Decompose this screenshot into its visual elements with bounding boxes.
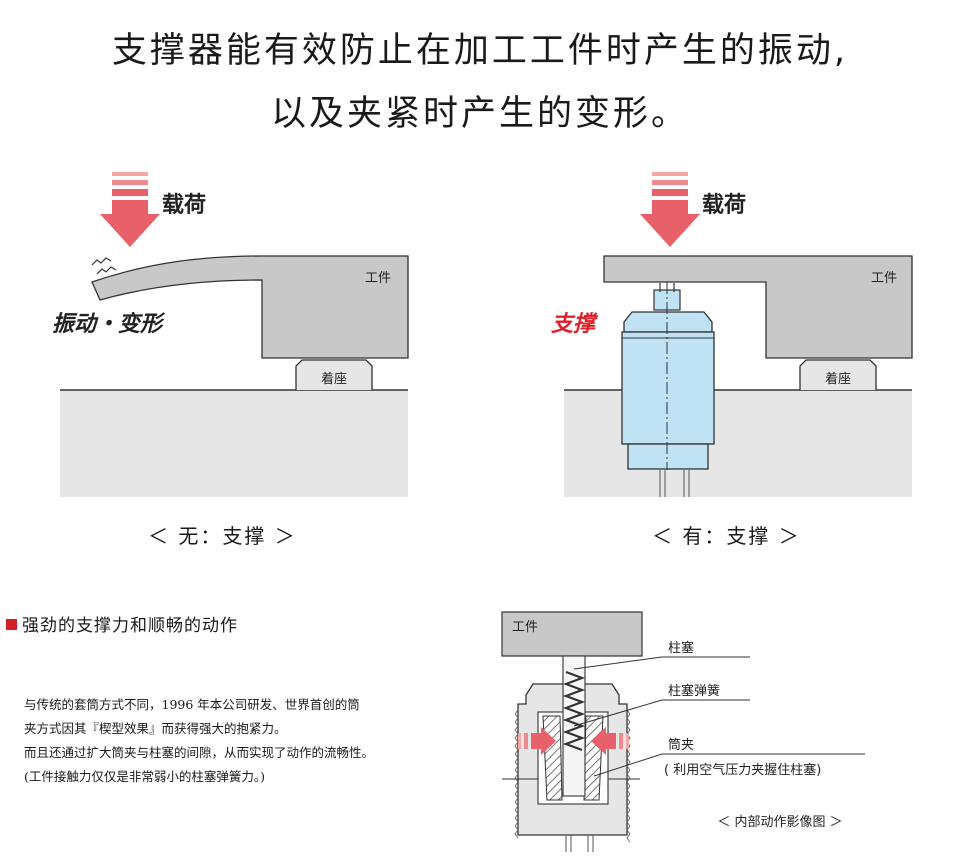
- right-seat: [799, 359, 877, 390]
- air-arrow-right-icon: [591, 727, 629, 755]
- left-workpiece-label: 工件: [365, 271, 391, 286]
- right-load-label: 载荷: [702, 192, 746, 218]
- description-line: 夹方式因其『楔型效果』而获得强大的抱紧力。: [24, 721, 287, 736]
- right-base: [564, 390, 912, 497]
- collet-note: ( 利用空气压力夹握住柱塞): [664, 762, 821, 778]
- left-caption: ＜ 无：支撑 ＞: [148, 524, 297, 548]
- title-line-1: 支撑器能有效防止在加工工件时产生的振动,: [111, 31, 849, 71]
- right-caption: ＜ 有：支撑 ＞: [652, 524, 801, 548]
- left-base: [60, 390, 408, 497]
- right-load-arrow-icon: [640, 200, 700, 247]
- collet-leader: [593, 753, 663, 777]
- work-support: [621, 282, 715, 497]
- internal-diagram: 工件: [501, 611, 865, 852]
- internal-workpiece: [501, 611, 643, 657]
- right-support-label: 支撑: [551, 312, 599, 337]
- internal-caption: ＜ 内部动作影像图 ＞: [717, 814, 842, 830]
- vibration-icon: [91, 257, 117, 275]
- description-line: 而且还通过扩大筒夹与柱塞的间隙，从而实现了动作的流畅性。: [24, 745, 375, 760]
- description-line: 与传统的套筒方式不同，1996 年本公司研发、世界首创的筒: [24, 697, 360, 712]
- section-heading-text: 强劲的支撑力和顺畅的动作: [22, 616, 238, 636]
- right-workpiece: [603, 255, 913, 359]
- plunger-leader: [573, 656, 663, 670]
- spring-label: 柱塞弹簧: [668, 683, 720, 699]
- title-line-2: 以及夹紧时产生的变形。: [270, 94, 689, 134]
- internal-workpiece-label: 工件: [512, 620, 538, 635]
- spring-leader: [573, 699, 663, 727]
- left-seat: [295, 359, 373, 390]
- left-seat-label: 着座: [321, 371, 347, 387]
- air-arrow-left-icon: [518, 727, 556, 755]
- description-paragraph: 与传统的套筒方式不同，1996 年本公司研发、世界首创的筒 夹方式因其『楔型效果…: [24, 693, 484, 789]
- left-workpiece: [91, 255, 409, 359]
- left-diagram: 着座 工件 载荷 振动・变形: [52, 172, 409, 497]
- right-diagram: 着座 工件 载荷 支撑: [551, 172, 913, 497]
- plunger-label: 柱塞: [668, 640, 694, 656]
- bullet-square-icon: [6, 619, 17, 630]
- description-line: (工件接触力仅仅是非常弱小的柱塞弹簧力。): [24, 769, 266, 784]
- section-heading: 强劲的支撑力和顺畅的动作: [6, 611, 238, 636]
- plunger-spring: [562, 670, 586, 752]
- left-load-label: 载荷: [162, 192, 206, 218]
- right-seat-label: 着座: [825, 371, 851, 387]
- left-load-arrow-icon: [100, 200, 160, 247]
- right-workpiece-label: 工件: [871, 271, 897, 286]
- left-effect-label: 振动・变形: [52, 311, 166, 337]
- collet-label: 筒夹: [668, 737, 694, 753]
